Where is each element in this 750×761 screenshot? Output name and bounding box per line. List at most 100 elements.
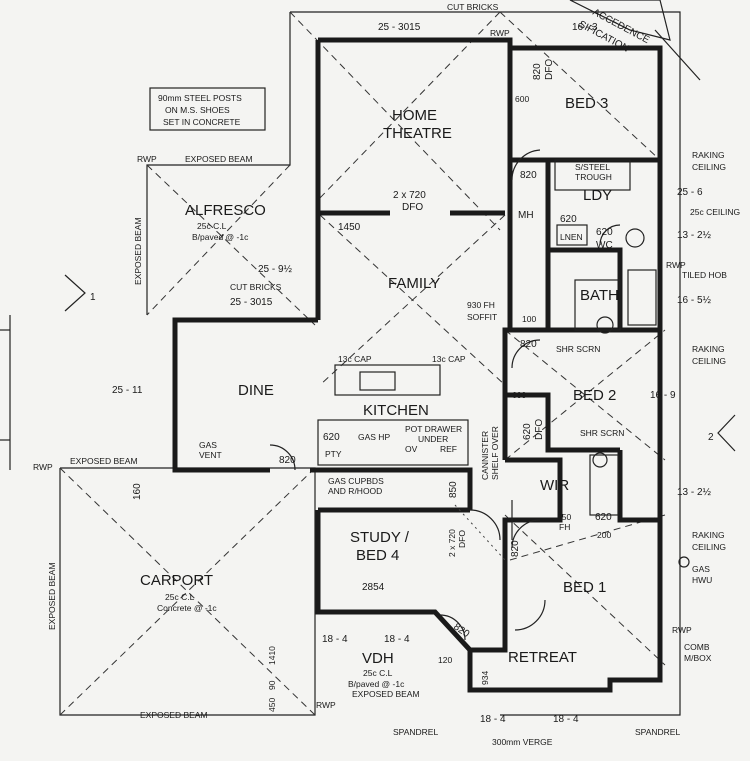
cupboards-note-2: AND R/HOOD (328, 486, 382, 496)
section-marker-2: 2 (708, 432, 714, 443)
dim-850-kitchen: 850 (448, 481, 459, 498)
room-vdh: VDH (362, 650, 394, 667)
dim-620-wc: 620 (596, 227, 613, 238)
soffit-note-1: 930 FH (467, 300, 495, 310)
dim-450: 450 (267, 698, 277, 712)
pot-drawer-note-1: POT DRAWER (405, 424, 462, 434)
dim-13-2-5-top: 13 - 2½ (677, 230, 712, 241)
rwp-bottom: RWP (316, 700, 336, 710)
dim-25-9-5: 25 - 9½ (258, 264, 293, 275)
spandrel-left: SPANDREL (393, 727, 438, 737)
comb-mbox-note-1: COMB (684, 642, 710, 652)
room-bed2: BED 2 (573, 387, 616, 404)
exposed-beam-left: EXPOSED BEAM (133, 217, 143, 285)
fh-850-a: 850 (557, 512, 571, 522)
vdh-spec-1: 25c C.L (363, 668, 393, 678)
dim-18-4-bottom-left: 18 - 4 (480, 714, 506, 725)
rwp-carport: RWP (33, 462, 53, 472)
dim-934: 934 (480, 671, 490, 685)
ss-trough-note-2: TROUGH (575, 172, 612, 182)
dim-dfo-bed3: DFO (544, 59, 555, 80)
raking-ceiling-2-b: CEILING (692, 356, 726, 366)
dim-18-4-bottom-right: 18 - 4 (553, 714, 579, 725)
ceiling-25c-note: 25c CEILING (690, 207, 740, 217)
room-bed1: BED 1 (563, 579, 606, 596)
dim-1450: 1450 (338, 222, 361, 233)
dim-25-3015-top: 25 - 3015 (378, 22, 421, 33)
dim-16-3-top: 16 - 3 (572, 22, 598, 33)
gas-hwu-symbol (678, 556, 690, 568)
rwp-top: RWP (490, 28, 510, 38)
door-swings (269, 149, 621, 641)
room-retreat: RETREAT (508, 649, 577, 666)
dim-620-ens: 620 (595, 512, 612, 523)
dim-820-retreat: 820 (451, 621, 471, 640)
room-home-theatre-2: THEATRE (383, 125, 452, 142)
exposed-beam-carport-top: EXPOSED BEAM (70, 456, 138, 466)
exposed-beam-bottom: EXPOSED BEAM (140, 710, 208, 720)
fixtures (317, 159, 657, 561)
dim-620-bed2: 620 (522, 423, 533, 440)
rwp-right: RWP (666, 260, 686, 270)
dim-600-bed2: 600 (512, 390, 526, 400)
cut-bricks-top: CUT BRICKS (447, 2, 499, 12)
alfresco-spec-2: B/paved @ -1c (192, 232, 249, 242)
dim-1410: 1410 (267, 646, 277, 665)
vdh-spec-2: B/paved @ -1c (348, 679, 405, 689)
room-kitchen: KITCHEN (363, 402, 429, 419)
raking-ceiling-2-a: RAKING (692, 344, 725, 354)
exposed-beam-top: EXPOSED BEAM (185, 154, 253, 164)
raking-ceiling-3-b: CEILING (692, 542, 726, 552)
dim-100: 100 (522, 314, 536, 324)
dim-25-6: 25 - 6 (677, 187, 703, 198)
spandrel-right: SPANDREL (635, 727, 680, 737)
verge-note: 300mm VERGE (492, 737, 553, 747)
section-markers (64, 274, 736, 452)
gas-hwu-note-2: HWU (692, 575, 712, 585)
gas-hwu-note-1: GAS (692, 564, 710, 574)
cupboards-note-1: GAS CUPBDS (328, 476, 384, 486)
exposed-beam-vdh: EXPOSED BEAM (352, 689, 420, 699)
dim-dfo-bed2: DFO (534, 419, 545, 440)
dim-600-bed3: 600 (515, 94, 529, 104)
cap-note-left: 13c CAP (338, 354, 372, 364)
dfo-family-1: 2 x 720 (393, 190, 426, 201)
dim-820-ldy: 820 (520, 170, 537, 181)
steel-posts-note-1: 90mm STEEL POSTS (158, 93, 242, 103)
dim-90: 90 (267, 680, 277, 690)
dim-160: 160 (132, 483, 143, 500)
comb-mbox-note-2: M/BOX (684, 653, 712, 663)
dim-2854: 2854 (362, 582, 385, 593)
dim-25-11: 25 - 11 (112, 385, 143, 396)
soffit-note-2: SOFFIT (467, 312, 497, 322)
cannister-note-1: CANNISTER (480, 431, 490, 480)
linen-label: LNEN (560, 232, 583, 242)
raking-ceiling-1-a: RAKING (692, 150, 725, 160)
room-carport: CARPORT (140, 572, 213, 589)
dim-820-bed3: 820 (532, 63, 543, 80)
rwp-alfresco: RWP (137, 154, 157, 164)
steel-posts-note-2: ON M.S. SHOES (165, 105, 230, 115)
dim-16-5-5: 16 - 5½ (677, 295, 712, 306)
room-family: FAMILY (388, 275, 440, 292)
carport-spec-1: 25c C.L (165, 592, 195, 602)
room-dine: DINE (238, 382, 274, 399)
room-bed3: BED 3 (565, 95, 608, 112)
dim-820-study: 820 (510, 540, 521, 557)
cap-note-right: 13c CAP (432, 354, 466, 364)
dim-25-3015-alfresco: 25 - 3015 (230, 297, 273, 308)
dim-820-dine: 820 (279, 455, 296, 466)
cut-bricks-alfresco: CUT BRICKS (230, 282, 282, 292)
shr-scrn-bath: SHR SCRN (556, 344, 600, 354)
mh-label: MH (518, 210, 534, 221)
room-wir: WIR (540, 477, 569, 494)
room-study-1: STUDY / (350, 529, 410, 546)
ref-label: REF (440, 444, 457, 454)
room-wc: WC (596, 240, 613, 251)
dim-620-kitchen: 620 (323, 432, 340, 443)
raking-ceiling-1-b: CEILING (692, 162, 726, 172)
rwp-bottom-right: RWP (672, 625, 692, 635)
fh-850-b: FH (559, 522, 570, 532)
gas-hp-note: GAS HP (358, 432, 390, 442)
room-study-2: BED 4 (356, 547, 399, 564)
